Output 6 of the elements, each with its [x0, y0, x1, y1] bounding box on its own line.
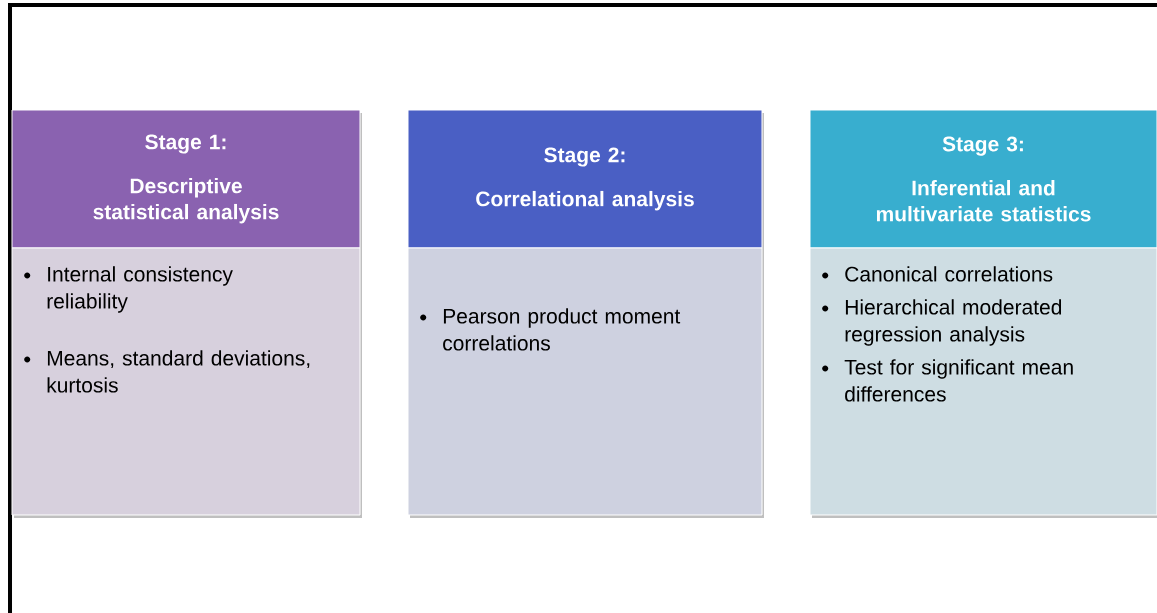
stage-header: Stage 2: Correlational analysis	[407, 109, 764, 251]
stage-box: Pearson product moment correlations	[407, 247, 764, 518]
stage-box: Canonical correlations Hierarchical moderated regression analysis Test for significant mean differences	[809, 247, 1157, 518]
stage-box: Internal consistency reliability Means, standard deviations, kurtosis	[11, 247, 362, 518]
stage-header: Stage 1: Descriptive statistical analysis	[11, 109, 362, 251]
stage-header: Stage 3: Inferential and multivariate statistics	[809, 109, 1157, 251]
